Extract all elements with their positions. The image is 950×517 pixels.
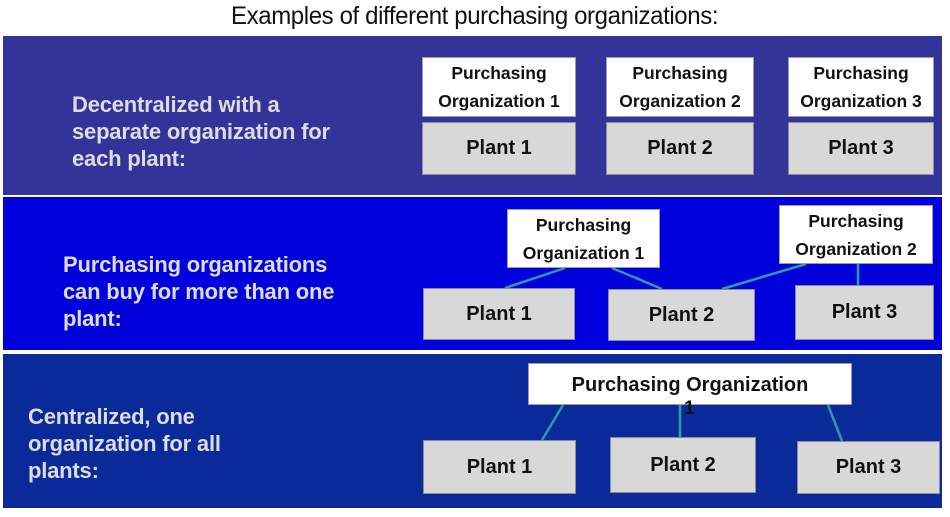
- section-label-centralized: Centralized, one organization for all pl…: [28, 404, 221, 483]
- central-org-number: 1: [684, 398, 695, 419]
- org-box-3: Purchasing Organization 3: [788, 57, 934, 117]
- central-org-box: Purchasing Organization 1: [528, 363, 852, 419]
- section-label-multi-plant: Purchasing organizations can buy for mor…: [63, 252, 335, 331]
- plant-box-3: Plant 3: [797, 441, 940, 494]
- org-box-1: Purchasing Organization 1: [422, 57, 576, 117]
- org-box-2: Purchasing Organization 2: [606, 57, 754, 117]
- plant-box-1: Plant 1: [422, 122, 576, 175]
- plant-box-1: Plant 1: [423, 288, 575, 340]
- plant-box-1: Plant 1: [423, 440, 576, 494]
- plant-box-2: Plant 2: [608, 289, 755, 341]
- plant-box-2: Plant 2: [606, 122, 754, 175]
- diagram-title: Examples of different purchasing organiz…: [231, 2, 719, 30]
- plant-box-3: Plant 3: [795, 285, 934, 340]
- plant-box-3: Plant 3: [788, 122, 934, 175]
- org-box-2: Purchasing Organization 2: [779, 205, 933, 264]
- plant-box-2: Plant 2: [610, 437, 756, 493]
- section-label-decentralized: Decentralized with a separate organizati…: [72, 92, 330, 171]
- org-box-1: Purchasing Organization 1: [507, 209, 660, 268]
- central-org-label: Purchasing Organization: [571, 374, 809, 396]
